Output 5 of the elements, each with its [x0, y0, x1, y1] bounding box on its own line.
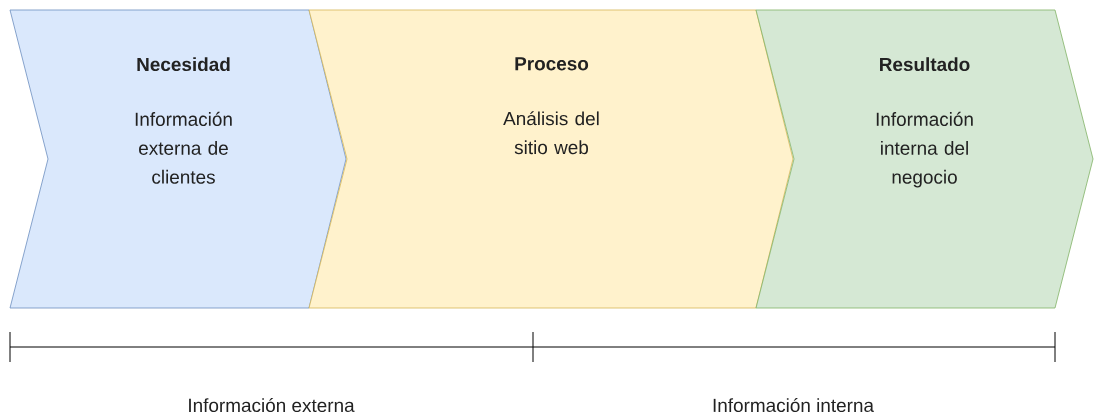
chevron-step: Necesidad Información externa de clientes	[9, 9, 347, 309]
chevron-step: Resultado Información interna del negocio	[755, 9, 1094, 309]
dimension-label: Información interna	[713, 397, 874, 413]
chevron-step: Proceso Análisis del sitio web	[308, 9, 794, 309]
dimension-label: Información externa	[189, 397, 355, 413]
